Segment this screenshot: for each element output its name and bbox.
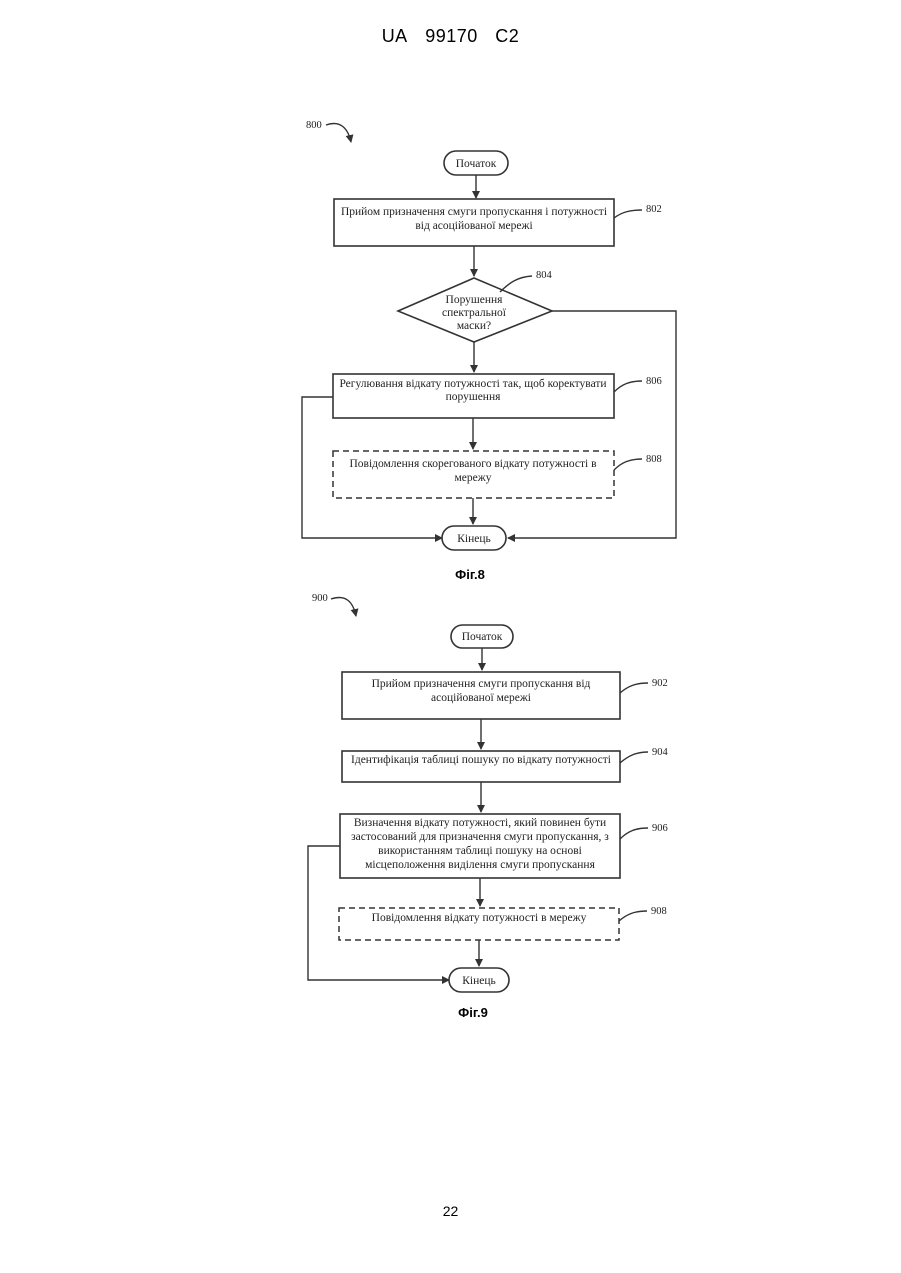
fig9-ref-arrow — [331, 598, 356, 616]
fig9-step-908-leader — [619, 911, 647, 921]
fig9-end-label: Кінець — [462, 975, 496, 987]
fig8-decision-804-line1: Порушення — [446, 294, 504, 306]
fig8-step-806-line1: Регулювання відкату потужності так, щоб … — [339, 378, 606, 390]
fig8-start-label: Початок — [456, 158, 497, 170]
fig8-step-806-leader — [614, 381, 642, 392]
fig8-end-label: Кінець — [457, 533, 491, 545]
fig8-step-808-leader — [614, 459, 642, 470]
fig9-step-906-line4: місцеположення виділення смуги пропускан… — [365, 859, 595, 871]
fig9-step-902-ref: 902 — [652, 678, 668, 689]
fig8-caption: Фіг.8 — [410, 567, 530, 582]
fig9-caption: Фіг.9 — [413, 1005, 533, 1020]
fig8-decision-804-leader — [500, 276, 532, 292]
fig8-decision-804-line3: маски? — [457, 320, 491, 332]
fig8-step-808-line2: мережу — [455, 472, 492, 484]
fig9-step-906-leader — [620, 828, 648, 839]
fig9-step-906-ref: 906 — [652, 823, 668, 834]
fig9-step-904-line1: Ідентифікація таблиці пошуку по відкату … — [351, 754, 611, 766]
fig8-ref-label: 800 — [306, 120, 322, 131]
fig8-step-808-line1: Повідомлення скорегованого відкату потуж… — [349, 458, 597, 470]
fig9-step-906-line3: використанням таблиці пошуку на основі — [378, 845, 582, 857]
fig8-step-806-line2: порушення — [446, 391, 502, 403]
fig8-step-808-ref: 808 — [646, 454, 662, 465]
fig9-step-902-line2: асоційованої мережі — [431, 692, 531, 704]
fig9-step-902-line1: Прийом призначення смуги пропускання від — [372, 678, 591, 690]
figure-9: 900 Початок Прийом призначення смуги про… — [308, 593, 669, 992]
fig8-step-806-ref: 806 — [646, 376, 662, 387]
fig8-step-802-ref: 802 — [646, 204, 662, 215]
fig8-decision-804-line2: спектральної — [442, 307, 507, 319]
page-number: 22 — [0, 1203, 901, 1219]
fig9-step-902-leader — [620, 683, 648, 693]
fig8-step-802-line1: Прийом призначення смуги пропускання і п… — [341, 206, 607, 218]
fig9-step-904-ref: 904 — [652, 747, 669, 758]
fig9-step-904-leader — [620, 752, 648, 763]
fig8-step-802-leader — [614, 210, 642, 218]
fig8-connector-804-end — [508, 311, 676, 538]
fig9-step-908-ref: 908 — [651, 906, 667, 917]
fig8-decision-804-ref: 804 — [536, 270, 553, 281]
fig8-ref-arrow — [326, 124, 351, 142]
fig8-step-802-line2: від асоційованої мережі — [415, 220, 532, 232]
fig9-ref-label: 900 — [312, 593, 328, 604]
fig9-step-908-line1: Повідомлення відкату потужності в мережу — [372, 912, 587, 924]
fig9-step-906-line1: Визначення відкату потужності, який пови… — [354, 817, 606, 829]
fig9-step-906-line2: застосований для призначення смуги пропу… — [351, 831, 609, 843]
figure-8: 800 Початок Прийом призначення смуги про… — [302, 120, 676, 550]
fig9-start-label: Початок — [462, 631, 503, 643]
